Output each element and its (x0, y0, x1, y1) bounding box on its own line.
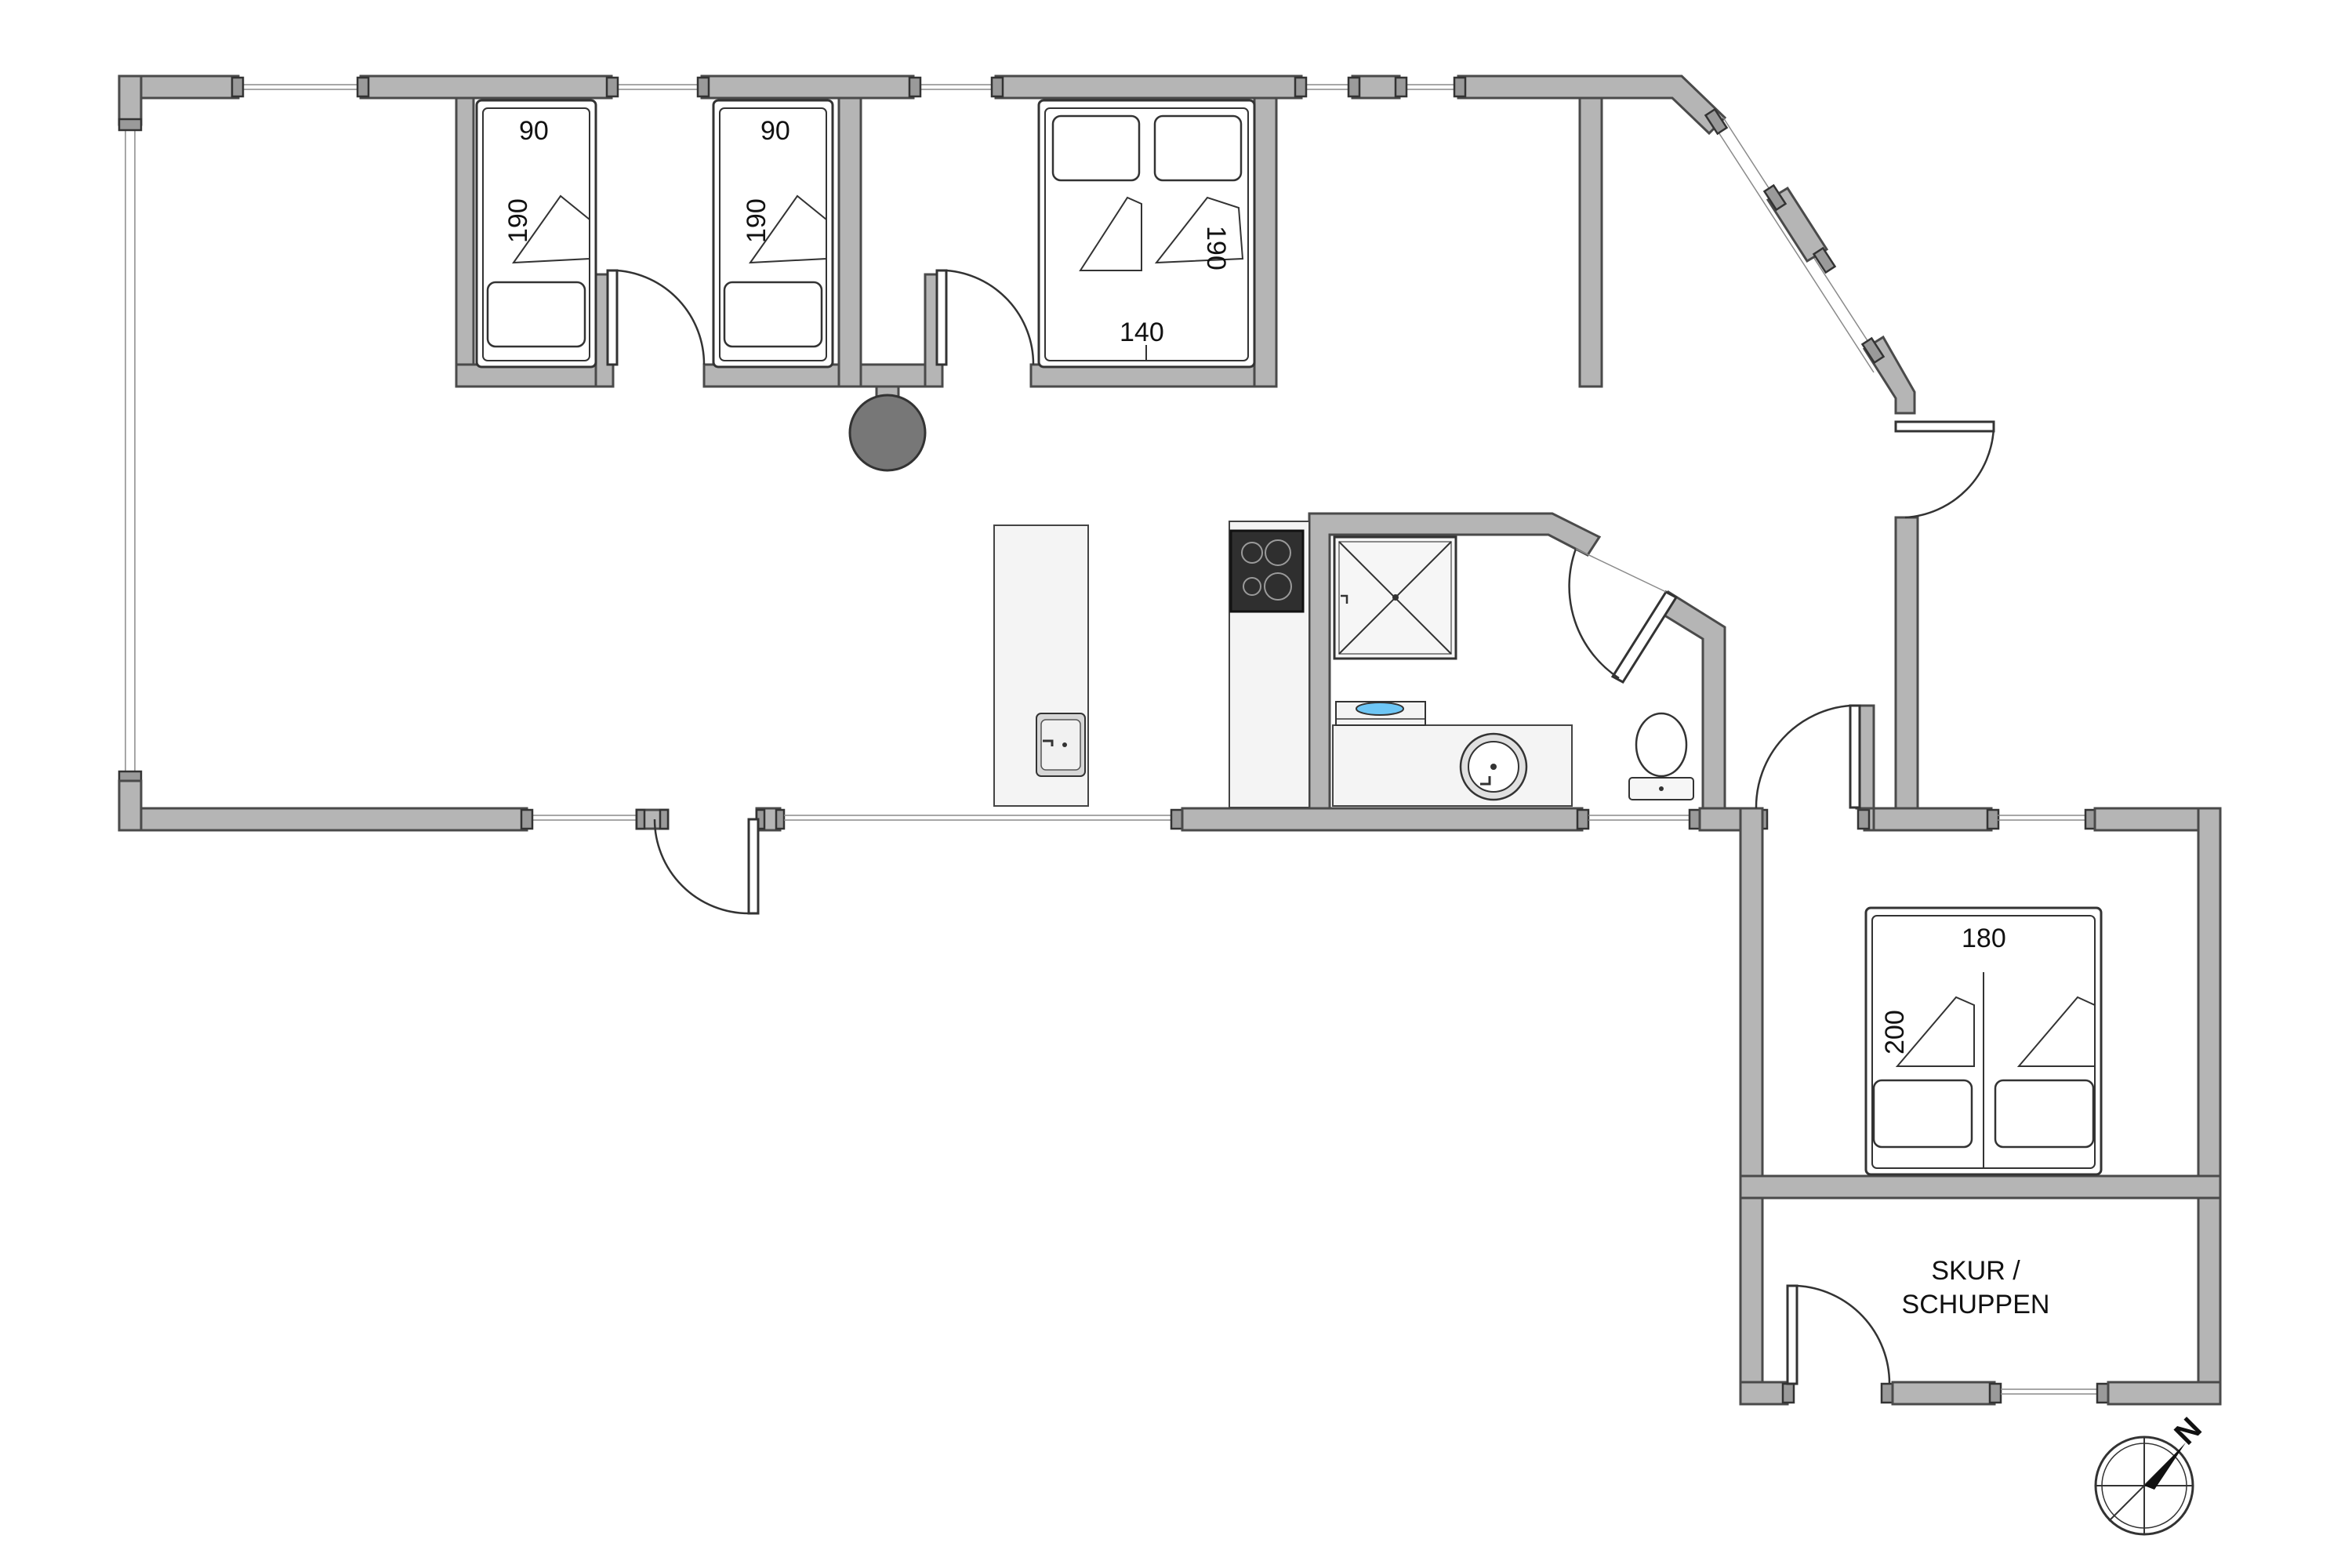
wall-segment (994, 74, 1303, 100)
blanket-fold (1895, 996, 1975, 1067)
blanket-fold (511, 194, 590, 264)
bed-width-label: 90 (519, 116, 549, 146)
wall-segment (118, 74, 143, 126)
north-arrow (2144, 1443, 2186, 1490)
pillow (486, 281, 586, 348)
living-area (848, 385, 1089, 807)
compass-north-label: N (2168, 1411, 2209, 1452)
shed-label-line2: SCHUPPEN (1902, 1290, 2050, 1319)
bed-width-label: 180 (1962, 924, 2006, 953)
blanket-fold (1079, 196, 1142, 271)
bed-width-label: 90 (760, 116, 790, 146)
bathroom-door (1610, 590, 1679, 684)
bedroom-2: 90 190 (712, 99, 834, 368)
pillow (723, 281, 823, 348)
bathroom-counter (1332, 724, 1573, 807)
shed-label-line1: SKUR / (1931, 1256, 2020, 1286)
wood-stove (848, 394, 927, 472)
toilet (1635, 712, 1688, 778)
exterior-walls (118, 74, 2222, 1406)
pillow (1153, 114, 1243, 182)
pillow (1872, 1079, 1973, 1149)
hob (1229, 529, 1305, 613)
bedroom-1: 90 190 (475, 99, 597, 368)
blanket-fold (748, 194, 827, 264)
compass-rose: N (2094, 1411, 2209, 1536)
kitchen-counter (1229, 521, 1310, 808)
bed-length-label: 200 (1880, 1010, 1910, 1054)
wall-segment (1181, 807, 1584, 832)
wall-segment (1894, 516, 1919, 821)
bathroom (1332, 535, 1694, 807)
shed: SKUR / SCHUPPEN (1902, 1256, 2050, 1319)
bed-length-label: 190 (742, 198, 771, 243)
pillow (1994, 1079, 2095, 1149)
wall-segment (1739, 1174, 2222, 1200)
doors (606, 269, 1995, 1385)
pillow (1051, 114, 1141, 182)
blanket-fold (2016, 996, 2096, 1067)
interior-walls (455, 96, 1875, 810)
blanket-fold (1154, 196, 1244, 264)
wall-segment (359, 74, 613, 100)
wall-segment (118, 779, 143, 832)
wall-segment (118, 807, 528, 832)
bedroom-3: 140 190 (1037, 99, 1256, 368)
bed-length-label: 190 (503, 198, 533, 243)
wall-segment (1739, 807, 1764, 1406)
wall-segment (700, 74, 915, 100)
wall-segment (2197, 807, 2222, 1406)
bathroom-wall (1308, 512, 1602, 810)
window-frame (118, 118, 143, 132)
bed-width-label: 140 (1120, 318, 1164, 347)
bed-length-label: 190 (1201, 226, 1231, 270)
wall-segment (1457, 74, 1727, 136)
bedroom-4: 180 200 (1864, 906, 2103, 1176)
